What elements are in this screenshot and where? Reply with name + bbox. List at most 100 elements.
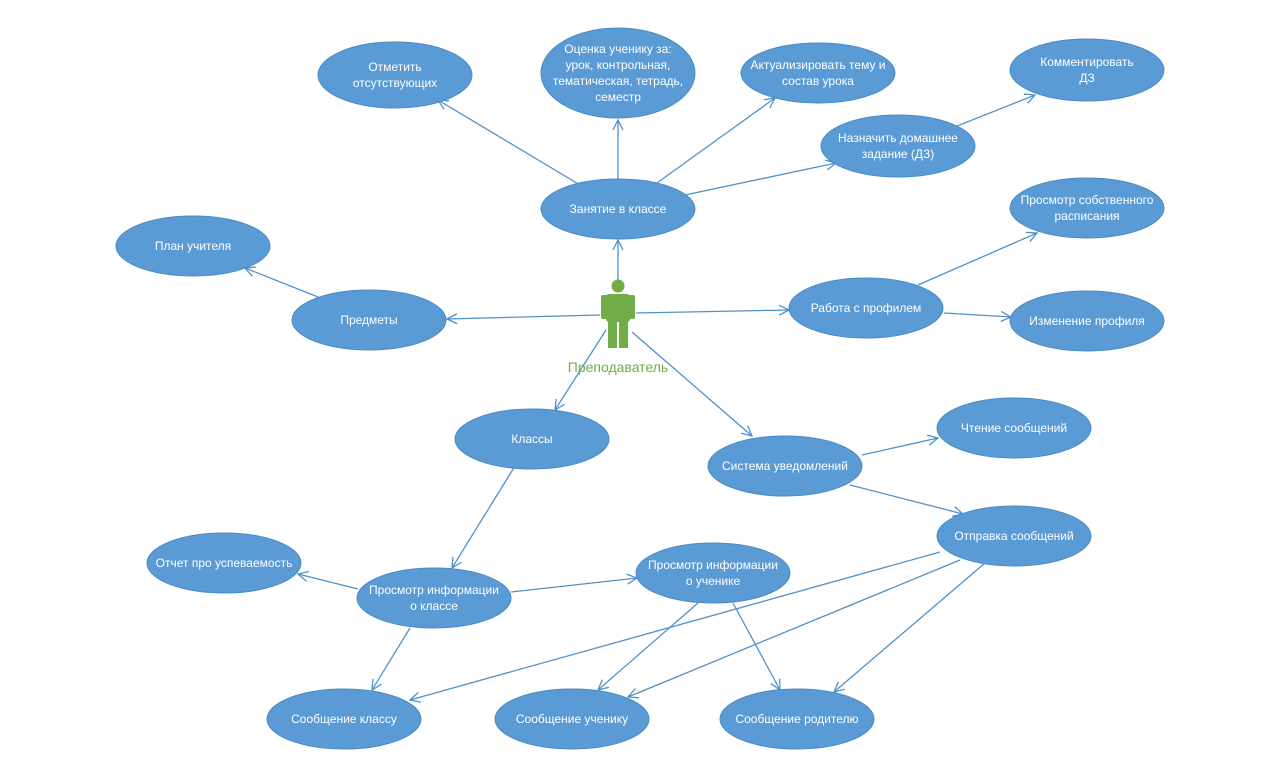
use-case-label: Занятие в классе <box>570 202 667 216</box>
use-case-label: урок, контрольная, <box>566 58 671 72</box>
use-case-label: План учителя <box>155 239 231 253</box>
edge-send-messages-to-msg-student <box>628 559 961 697</box>
edge-send-messages-to-msg-parent <box>834 562 986 692</box>
use-case-notifications[interactable]: Система уведомлений <box>707 435 863 497</box>
use-case-label: Просмотр информации <box>369 583 499 597</box>
use-case-label: о классе <box>410 599 458 613</box>
use-case-label: ДЗ <box>1079 71 1094 85</box>
use-case-lesson[interactable]: Занятие в классе <box>540 178 696 240</box>
use-case-ellipse <box>820 114 976 178</box>
use-case-ellipse <box>936 505 1092 567</box>
use-case-label: состав урока <box>782 74 854 88</box>
use-case-label: Актуализировать тему и <box>750 58 885 72</box>
edge-classes-to-class-info <box>452 465 516 568</box>
use-case-ellipse <box>266 688 422 750</box>
use-case-teacher-plan[interactable]: План учителя <box>115 215 271 277</box>
use-case-classes[interactable]: Классы <box>454 408 610 470</box>
edge-send-messages-to-msg-class <box>410 551 941 700</box>
edge-notifications-to-send-messages <box>849 484 963 514</box>
actor-teacher[interactable]: Преподаватель <box>568 279 668 376</box>
use-case-label: Просмотр информации <box>648 558 778 572</box>
edge-teacher-to-profile <box>635 310 789 313</box>
use-case-label: тематическая, тетрадь, <box>553 74 683 88</box>
use-case-label: семестр <box>595 90 641 104</box>
edge-student-info-to-msg-student <box>598 602 699 690</box>
edge-class-info-to-student-info <box>510 578 637 593</box>
use-case-label: Отправка сообщений <box>954 529 1073 543</box>
use-case-student-info[interactable]: Просмотр информации о ученике <box>635 542 791 604</box>
use-case-label: Сообщение родителю <box>735 712 858 726</box>
edge-lesson-to-update-topic <box>649 98 775 189</box>
use-case-label: Отметить <box>368 60 421 74</box>
use-case-ellipse <box>454 408 610 470</box>
nodes-layer: Отметить отсутствующих Оценка ученику за: у… <box>115 27 1165 750</box>
use-case-edit-profile[interactable]: Изменение профиля <box>1009 290 1165 352</box>
edges-layer <box>245 95 1037 700</box>
use-case-ellipse <box>936 397 1092 459</box>
edge-subjects-to-teacher-plan <box>245 268 319 298</box>
use-case-msg-class[interactable]: Сообщение классу <box>266 688 422 750</box>
use-case-subjects[interactable]: Предметы <box>291 289 447 351</box>
use-case-ellipse <box>1009 177 1165 239</box>
use-case-ellipse <box>317 41 473 109</box>
use-case-ellipse <box>1009 38 1165 102</box>
use-case-class-info[interactable]: Просмотр информации о классе <box>356 567 512 629</box>
edge-lesson-to-assign-hw <box>684 163 836 196</box>
use-case-msg-student[interactable]: Сообщение ученику <box>494 688 650 750</box>
edge-notifications-to-read-messages <box>861 438 938 456</box>
use-case-label: о ученике <box>686 574 741 588</box>
use-case-ellipse <box>788 277 944 339</box>
use-case-label: Предметы <box>340 313 397 327</box>
edge-profile-to-view-schedule <box>917 233 1037 286</box>
use-case-msg-parent[interactable]: Сообщение родителю <box>719 688 875 750</box>
use-case-label: Классы <box>511 432 552 446</box>
use-case-ellipse <box>719 688 875 750</box>
use-case-view-schedule[interactable]: Просмотр собственного расписания <box>1009 177 1165 239</box>
use-case-profile[interactable]: Работа с профилем <box>788 277 944 339</box>
use-case-label: Просмотр собственного <box>1021 193 1154 207</box>
edge-lesson-to-mark-absent <box>438 100 586 189</box>
use-case-update-topic[interactable]: Актуализировать тему и состав урока <box>740 42 896 104</box>
edge-teacher-to-notifications <box>631 331 752 436</box>
use-case-assign-hw[interactable]: Назначить домашнее задание (ДЗ) <box>820 114 976 178</box>
use-case-ellipse <box>146 532 302 594</box>
use-case-ellipse <box>707 435 863 497</box>
actor-figure-icon <box>601 279 635 348</box>
use-case-ellipse <box>356 567 512 629</box>
use-case-label: расписания <box>1054 209 1119 223</box>
use-case-label: Сообщение классу <box>291 712 397 726</box>
use-case-read-messages[interactable]: Чтение сообщений <box>936 397 1092 459</box>
use-case-label: Оценка ученику за: <box>564 42 671 56</box>
edge-class-info-to-msg-class <box>372 627 411 690</box>
use-case-ellipse <box>1009 290 1165 352</box>
use-case-label: Сообщение ученику <box>516 712 628 726</box>
use-case-mark-absent[interactable]: Отметить отсутствующих <box>317 41 473 109</box>
use-case-ellipse <box>540 178 696 240</box>
use-case-label: Чтение сообщений <box>961 421 1067 435</box>
edge-teacher-to-classes <box>555 329 607 410</box>
use-case-ellipse <box>494 688 650 750</box>
use-case-label: Изменение профиля <box>1029 314 1145 328</box>
use-case-label: Отчет про успеваемость <box>156 556 293 570</box>
actor-label: Преподаватель <box>568 359 668 375</box>
use-case-label: Система уведомлений <box>722 459 848 473</box>
use-case-ellipse <box>540 27 696 119</box>
edge-student-info-to-msg-parent <box>732 602 780 690</box>
use-case-label: отсутствующих <box>353 76 437 90</box>
use-case-grade[interactable]: Оценка ученику за: урок, контрольная, тема… <box>540 27 696 119</box>
use-case-ellipse <box>740 42 896 104</box>
edge-profile-to-edit-profile <box>943 313 1011 317</box>
use-case-send-messages[interactable]: Отправка сообщений <box>936 505 1092 567</box>
use-case-ellipse <box>115 215 271 277</box>
use-case-ellipse <box>635 542 791 604</box>
use-case-label: задание (ДЗ) <box>862 147 935 161</box>
edge-teacher-to-subjects <box>447 315 601 319</box>
edge-assign-hw-to-comment-hw <box>951 95 1035 129</box>
use-case-ellipse <box>291 289 447 351</box>
use-case-progress-report[interactable]: Отчет про успеваемость <box>146 532 302 594</box>
use-case-label: Назначить домашнее <box>838 131 958 145</box>
edge-class-info-to-progress-report <box>298 574 359 590</box>
use-case-label: Комментировать <box>1040 55 1133 69</box>
